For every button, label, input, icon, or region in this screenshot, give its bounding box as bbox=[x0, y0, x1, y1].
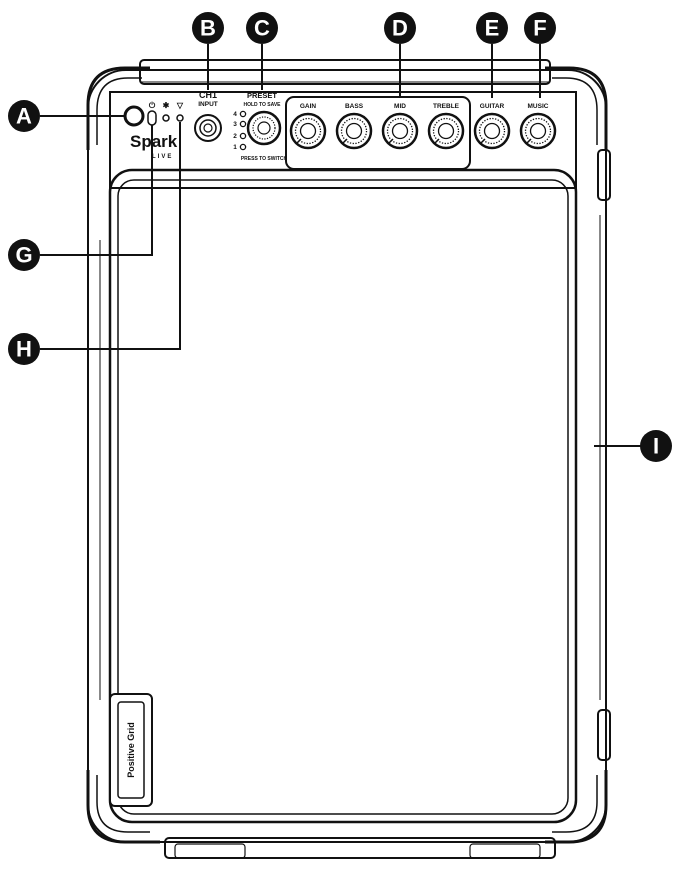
callout-g: G bbox=[8, 239, 40, 271]
bumper-bottom-right bbox=[545, 770, 608, 844]
callout-h-letter: H bbox=[16, 337, 32, 362]
callout-c-circle bbox=[246, 12, 278, 44]
leader-g bbox=[40, 125, 153, 256]
preset-number-1: 1 bbox=[233, 144, 237, 151]
grille-badge-text: Positive Grid bbox=[126, 722, 136, 778]
callout-f-letter: F bbox=[533, 16, 546, 41]
input-label: INPUT bbox=[198, 101, 218, 108]
callout-e: E bbox=[476, 12, 508, 44]
gain-knob[interactable] bbox=[289, 112, 327, 150]
callout-h: H bbox=[8, 333, 40, 365]
preset-number-2: 2 bbox=[233, 133, 237, 140]
bumper-top-right bbox=[545, 66, 608, 150]
mid-knob[interactable] bbox=[381, 112, 419, 150]
bass-knob[interactable] bbox=[335, 112, 373, 150]
callout-g-circle bbox=[8, 239, 40, 271]
side-hinge-top bbox=[597, 149, 611, 201]
tone-knob-group-box bbox=[285, 96, 471, 170]
callout-d-letter: D bbox=[392, 16, 408, 41]
knob-labels: GAIN BASS MID TREBLE GUITAR MUSIC bbox=[300, 103, 549, 110]
bumper-top-left bbox=[86, 66, 150, 150]
callout-f-circle bbox=[524, 12, 556, 44]
bluetooth-icon: ✱ bbox=[163, 101, 170, 110]
preset-section: PRESET HOLD TO SAVE PRESS TO SWITCH 4 3 2 1 bbox=[233, 91, 287, 162]
callout-i-circle bbox=[640, 430, 672, 462]
wifi-icon: ▽ bbox=[176, 101, 184, 110]
treble-label: TREBLE bbox=[433, 103, 460, 110]
callout-g-letter: G bbox=[15, 243, 32, 268]
callout-badges: A B C D E F G H I bbox=[8, 12, 672, 462]
callout-leaders bbox=[40, 44, 650, 447]
preset-number-4: 4 bbox=[233, 111, 237, 118]
callout-h-circle bbox=[8, 333, 40, 365]
bass-label: BASS bbox=[345, 103, 364, 110]
input-title: CH1 bbox=[199, 90, 217, 100]
guitar-label: GUITAR bbox=[480, 103, 505, 110]
preset-number-3: 3 bbox=[233, 121, 237, 128]
side-hinge-bottom bbox=[597, 709, 611, 761]
preset-led-1 bbox=[239, 143, 247, 151]
preset-knob[interactable] bbox=[246, 110, 282, 146]
bottom-feet bbox=[164, 837, 556, 859]
preset-led-list: 4 3 2 1 bbox=[233, 110, 247, 151]
callout-d-circle bbox=[384, 12, 416, 44]
brand-logo: Spark bbox=[130, 132, 178, 151]
input-section: CH1 INPUT bbox=[194, 90, 222, 142]
music-label: MUSIC bbox=[528, 103, 549, 110]
callout-f: F bbox=[524, 12, 556, 44]
callout-i: I bbox=[640, 430, 672, 462]
mid-label: MID bbox=[394, 103, 406, 110]
guitar-knob[interactable] bbox=[473, 112, 511, 150]
bluetooth-led bbox=[162, 114, 170, 122]
knob-row bbox=[289, 112, 557, 150]
bumper-bottom-left bbox=[86, 770, 160, 844]
callout-e-letter: E bbox=[485, 16, 500, 41]
preset-hold-label: HOLD TO SAVE bbox=[243, 102, 281, 108]
leader-h bbox=[40, 122, 181, 350]
preset-led-3 bbox=[239, 120, 247, 128]
wifi-led bbox=[176, 114, 184, 122]
status-area: ⏻ ✱ ▽ Spark LIVE bbox=[123, 101, 184, 160]
callout-i-letter: I bbox=[653, 434, 659, 459]
amp-outer-shell bbox=[87, 69, 607, 843]
music-knob[interactable] bbox=[519, 112, 557, 150]
power-button[interactable] bbox=[123, 105, 145, 127]
preset-title: PRESET bbox=[247, 91, 277, 100]
treble-knob[interactable] bbox=[427, 112, 465, 150]
gain-label: GAIN bbox=[300, 103, 317, 110]
callout-d: D bbox=[384, 12, 416, 44]
preset-led-2 bbox=[239, 132, 247, 140]
grille-inner bbox=[117, 179, 569, 815]
callout-c-letter: C bbox=[254, 16, 270, 41]
callout-b-circle bbox=[192, 12, 224, 44]
top-handle bbox=[139, 59, 551, 85]
power-led bbox=[147, 110, 157, 126]
brand-sub: LIVE bbox=[152, 154, 173, 160]
power-icon: ⏻ bbox=[149, 101, 156, 110]
callout-e-circle bbox=[476, 12, 508, 44]
callout-a: A bbox=[8, 100, 40, 132]
grille-badge: Positive Grid bbox=[109, 693, 153, 807]
preset-press-label: PRESS TO SWITCH bbox=[241, 156, 288, 162]
callout-b-letter: B bbox=[200, 16, 216, 41]
preset-led-4 bbox=[239, 110, 247, 118]
callout-b: B bbox=[192, 12, 224, 44]
amp-body bbox=[86, 59, 611, 859]
callout-a-circle bbox=[8, 100, 40, 132]
callout-c: C bbox=[246, 12, 278, 44]
callout-a-letter: A bbox=[16, 104, 32, 129]
